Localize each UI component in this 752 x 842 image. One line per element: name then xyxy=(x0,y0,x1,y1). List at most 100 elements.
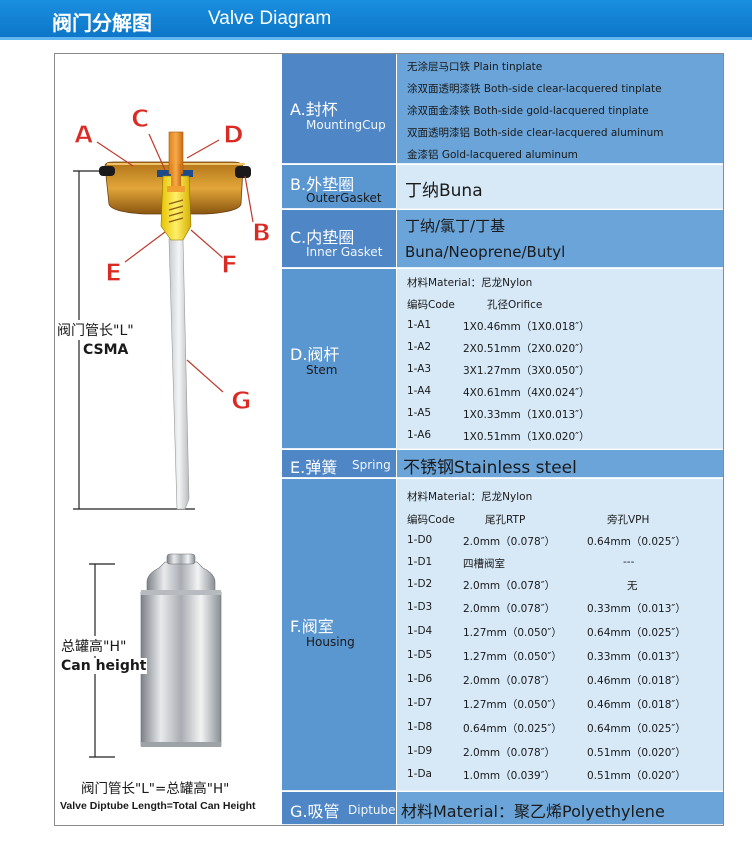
spring xyxy=(168,199,184,223)
row-f-content: 材料Material：尼龙Nylon 编码Code 尾孔RTP 旁孔VPH 1-… xyxy=(397,479,723,791)
row-c-value-2: Buna/Neoprene/Butyl xyxy=(405,243,566,261)
aerosol-can xyxy=(140,553,222,747)
housing-vph: 0.33mm（0.013″） xyxy=(587,603,686,615)
housing-rtp: 2.0mm（0.078″） xyxy=(463,675,556,687)
row-a-line: 涂双面透明漆铁 Both-side clear-lacquered tinpla… xyxy=(407,83,662,95)
row-d-material: 材料Material：尼龙Nylon xyxy=(407,277,533,289)
stem-orifice: 3X1.27mm（3X0.050″） xyxy=(463,365,590,377)
housing-vph: 0.64mm（0.025″） xyxy=(587,723,686,735)
row-d-content: 材料Material：尼龙Nylon 编码Code 孔径Orifice 1-A1… xyxy=(397,269,723,449)
stem-code: 1-A2 xyxy=(407,341,432,353)
row-a-line: 金漆铝 Gold-lacquered aluminum xyxy=(407,149,578,161)
row-c-value-1: 丁纳/氯丁/丁基 xyxy=(405,217,506,235)
housing-rtp: 1.27mm（0.050″） xyxy=(463,627,562,639)
callout-a: A xyxy=(73,119,94,149)
housing-code: 1-D3 xyxy=(407,601,433,613)
row-g-value: 材料Material：聚乙烯Polyethylene xyxy=(401,802,665,821)
row-c-content: 丁纳/氯丁/丁基 Buna/Neoprene/Butyl xyxy=(397,210,723,268)
row-g-label-cn: G.吸管 xyxy=(290,802,340,821)
stem-orifice: 2X0.51mm（2X0.020″） xyxy=(463,343,590,355)
dim-l-label-cn: 阀门管长"L" xyxy=(57,320,134,340)
caption-cn: 阀门管长"L"=总罐高"H" xyxy=(81,781,230,797)
row-d-label-en: Stem xyxy=(306,363,338,377)
housing-rtp: 0.64mm（0.025″） xyxy=(463,723,562,735)
housing-vph: 0.33mm（0.013″） xyxy=(587,651,686,663)
housing-code: 1-D7 xyxy=(407,697,433,709)
stem-orifice: 4X0.61mm（4X0.024″） xyxy=(463,387,590,399)
housing-vph: 0.64mm（0.025″） xyxy=(587,536,686,548)
row-f-col-vph: 旁孔VPH xyxy=(607,514,650,526)
callout-c: C xyxy=(130,103,150,133)
housing-vph: 0.51mm（0.020″） xyxy=(587,770,686,782)
housing-rtp: 四槽阀室 xyxy=(463,558,505,570)
row-g-label: G.吸管 Diptube xyxy=(282,792,396,825)
row-b-content: 丁纳Buna xyxy=(397,165,723,209)
row-e-value: 不锈钢Stainless steel xyxy=(403,458,577,478)
stem-code: 1-A4 xyxy=(407,385,432,397)
housing-code: 1-D5 xyxy=(407,649,433,661)
housing-rtp: 2.0mm（0.078″） xyxy=(463,603,556,615)
row-f-col-rtp: 尾孔RTP xyxy=(485,514,526,526)
callout-leaders xyxy=(96,133,254,393)
page-header: 阀门分解图 Valve Diagram xyxy=(0,0,752,40)
row-f-material: 材料Material：尼龙Nylon xyxy=(407,491,533,503)
row-a-line: 涂双面金漆铁 Both-side gold-lacquered tinplate xyxy=(407,105,649,117)
row-g-content: 材料Material：聚乙烯Polyethylene xyxy=(397,792,723,825)
stem-orifice: 1X0.46mm（1X0.018″） xyxy=(463,321,590,333)
housing-rtp: 2.0mm（0.078″） xyxy=(463,580,556,592)
stem-code: 1-A6 xyxy=(407,429,432,441)
caption-en: Valve Diptube Length=Total Can Height xyxy=(60,800,256,812)
housing-code: 1-D2 xyxy=(407,578,433,590)
housing-rtp: 1.27mm（0.050″） xyxy=(463,699,562,711)
housing-vph: 0.64mm（0.025″） xyxy=(587,627,686,639)
row-d-col-orifice: 孔径Orifice xyxy=(487,299,543,311)
housing-code: 1-D1 xyxy=(407,556,433,568)
housing-vph: 0.51mm（0.020″） xyxy=(587,747,686,759)
valve-diagram-panel: A B C D E F G 阀门管长"L" CSMA 总罐高"H" Can he… xyxy=(55,54,281,825)
housing-rtp: 1.0mm（0.039″） xyxy=(463,770,556,782)
housing-vph: 0.46mm（0.018″） xyxy=(587,699,686,711)
row-e-label: E.弹簧 Spring xyxy=(282,450,396,478)
row-g-label-en: Diptube xyxy=(348,803,396,817)
row-d-col-code: 编码Code xyxy=(407,299,455,311)
row-b-label-cn: B.外垫圈 xyxy=(290,175,355,194)
housing-vph: --- xyxy=(623,556,635,568)
housing-rtp: 2.0mm（0.078″） xyxy=(463,747,556,759)
dim-h-label-cn: 总罐高"H" xyxy=(61,636,127,656)
row-a-label-cn: A.封杯 xyxy=(290,100,338,119)
row-d-label: D.阀杆 Stem xyxy=(282,269,396,449)
housing-code: 1-Da xyxy=(407,768,432,780)
callout-f: F xyxy=(220,249,239,279)
row-e-label-cn: E.弹簧 xyxy=(290,458,338,477)
housing-code: 1-D4 xyxy=(407,625,433,637)
stem-code: 1-A1 xyxy=(407,319,432,331)
row-c-label-cn: C.内垫圈 xyxy=(290,228,355,247)
dimension-line-l xyxy=(73,170,195,510)
header-title-cn: 阀门分解图 xyxy=(52,11,152,35)
row-c-label-en: Inner Gasket xyxy=(306,245,383,259)
row-c-label: C.内垫圈 Inner Gasket xyxy=(282,210,396,268)
housing-vph: 0.46mm（0.018″） xyxy=(587,675,686,687)
dim-h-label-en: Can height xyxy=(61,658,147,674)
diptube xyxy=(168,238,190,510)
row-e-label-en: Spring xyxy=(352,458,391,472)
row-f-label-en: Housing xyxy=(306,635,355,649)
dim-l-label-en: CSMA xyxy=(83,342,129,358)
row-a-label: A.封杯 MountingCup xyxy=(282,54,396,164)
header-title-en: Valve Diagram xyxy=(208,8,332,29)
housing-rtp: 1.27mm（0.050″） xyxy=(463,651,562,663)
row-a-line: 双面透明漆铝 Both-side clear-lacquered aluminu… xyxy=(407,127,664,139)
row-a-label-en: MountingCup xyxy=(306,118,386,132)
row-b-label: B.外垫圈 OuterGasket xyxy=(282,165,396,209)
row-a-line: 无涂层马口铁 Plain tinplate xyxy=(407,61,543,73)
stem xyxy=(167,131,185,192)
row-e-content: 不锈钢Stainless steel xyxy=(397,450,723,478)
housing-code: 1-D8 xyxy=(407,721,433,733)
stem-orifice: 1X0.51mm（1X0.020″） xyxy=(463,431,590,443)
stem-code: 1-A3 xyxy=(407,363,432,375)
stem-code: 1-A5 xyxy=(407,407,432,419)
callout-b: B xyxy=(251,217,272,247)
valve-illustration xyxy=(73,131,254,758)
housing-code: 1-D0 xyxy=(407,534,433,546)
row-b-value: 丁纳Buna xyxy=(405,181,483,201)
